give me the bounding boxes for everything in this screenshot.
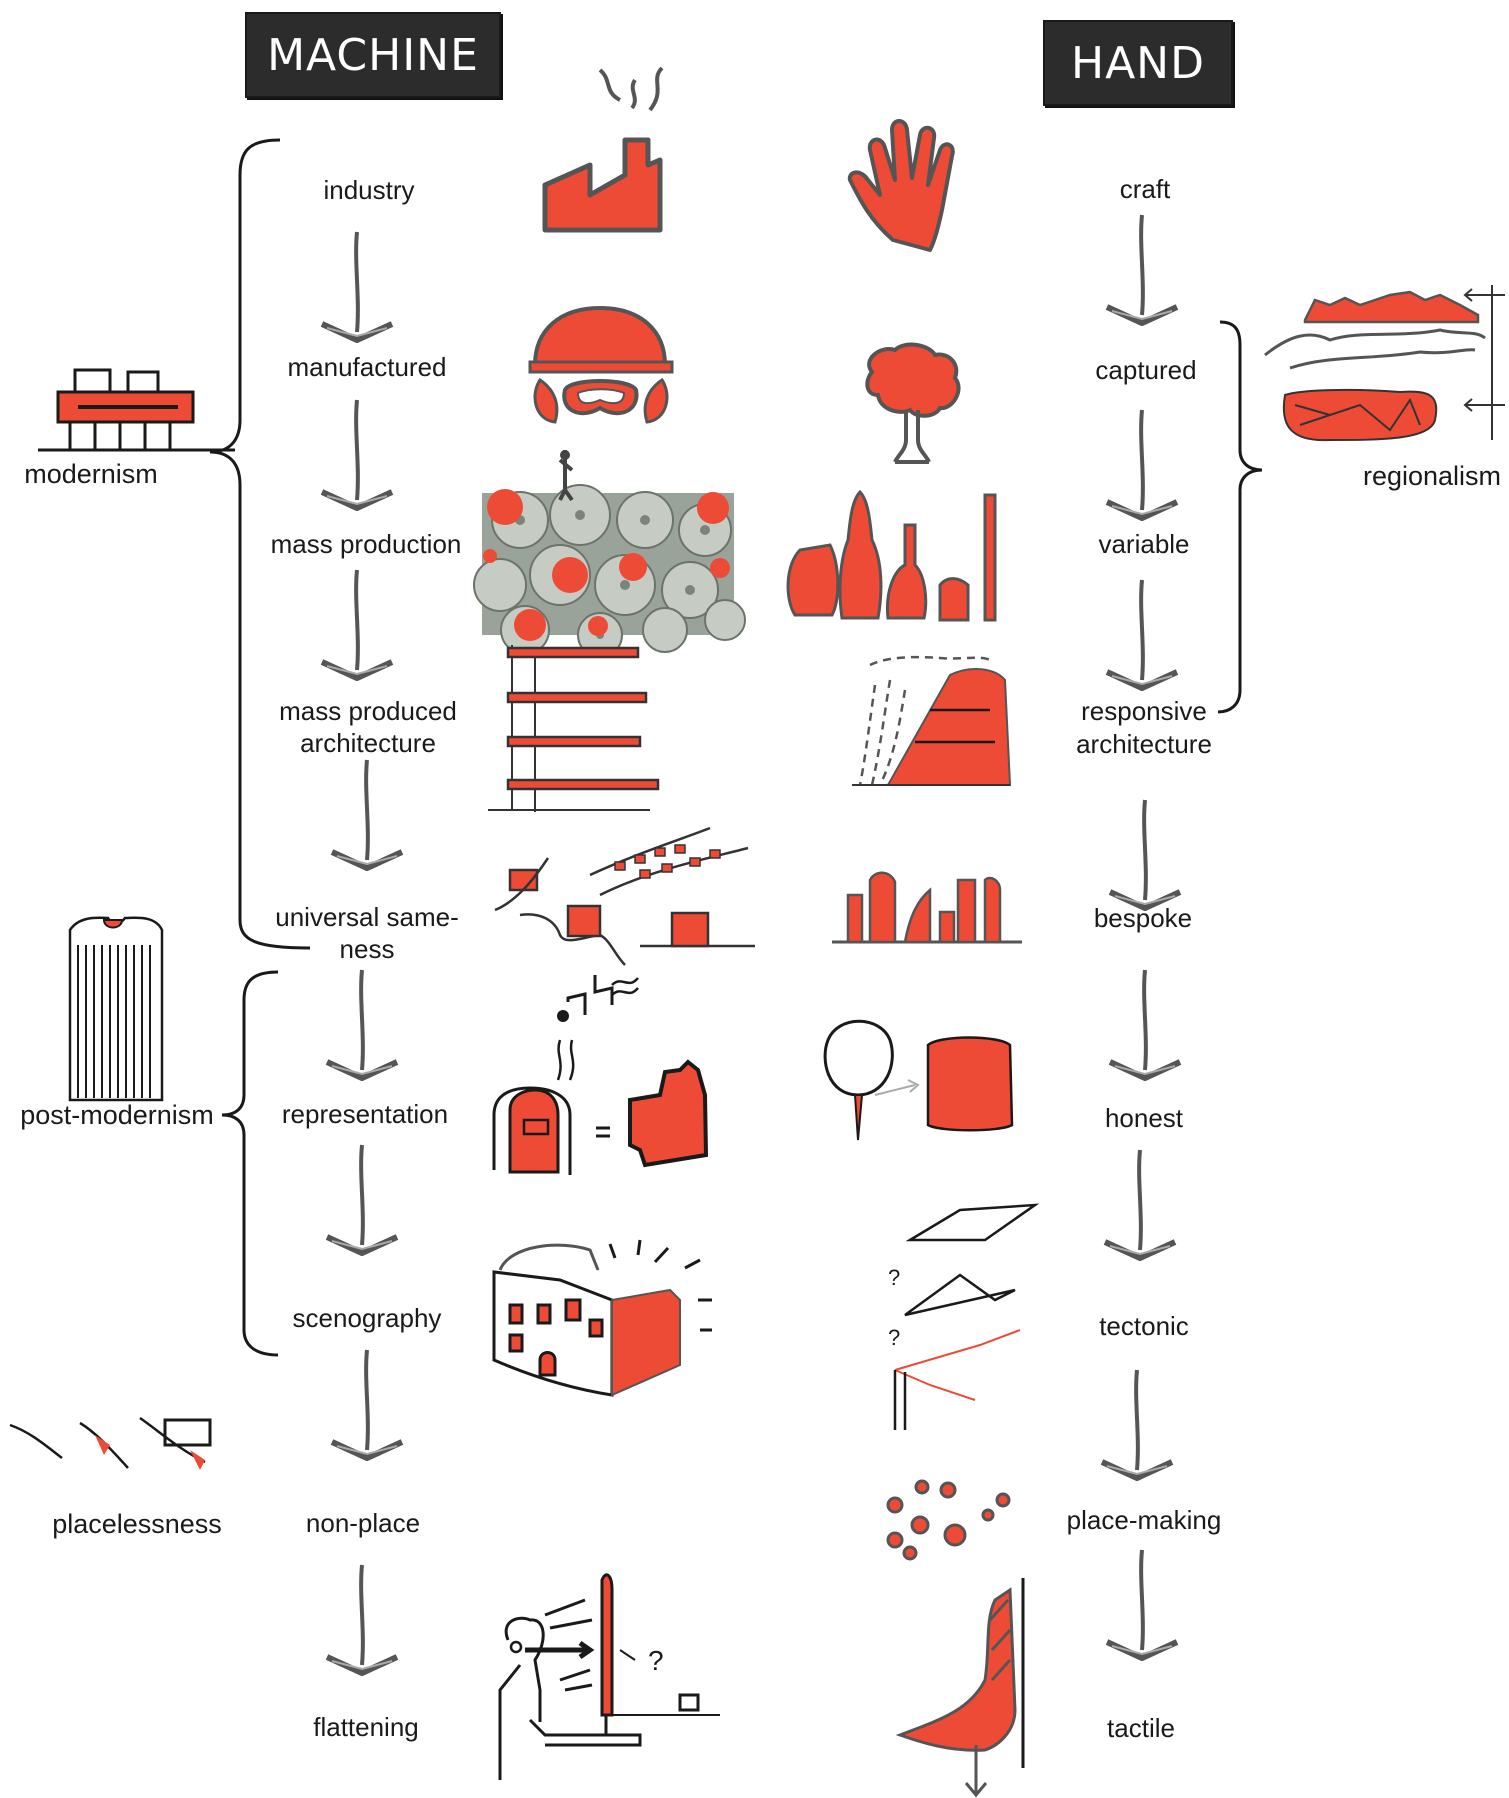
- honest-lollipop-icon: [823, 1019, 1014, 1141]
- arrow-down-icon: [1107, 410, 1177, 518]
- machine-step-flattening: flattening: [313, 1712, 419, 1742]
- vases-icon: [786, 489, 997, 622]
- hand-step-tactile: tactile: [1107, 1713, 1175, 1743]
- question-mark: ?: [648, 1645, 664, 1676]
- group-label-post-modernism: post-modernism: [20, 1100, 214, 1130]
- hand-step-responsive-line1: responsive: [1081, 696, 1207, 726]
- hand-step-variable: variable: [1098, 529, 1190, 559]
- scenography-sketch: [492, 1239, 712, 1397]
- arrow-down-icon: [1107, 215, 1177, 323]
- hand-step-place-making: place-making: [1066, 1505, 1222, 1535]
- mass-production-pipes-photo: [473, 450, 746, 658]
- machine-step-industry: industry: [323, 175, 415, 205]
- arrow-down-icon: [1105, 1150, 1175, 1258]
- hand-step-craft: craft: [1119, 174, 1171, 204]
- machine-step-mass-produced-line2: architecture: [300, 728, 436, 758]
- modernism-brace: [209, 138, 311, 950]
- arrow-down-icon: [1102, 1370, 1172, 1478]
- machine-step-representation: representation: [281, 1099, 449, 1129]
- arrow-down-icon: [322, 232, 392, 340]
- post-modernism-tower-icon: [68, 916, 164, 1102]
- hand-step-responsive-line2: architecture: [1076, 729, 1212, 759]
- tree-icon: [865, 342, 961, 464]
- arrow-down-icon: [327, 1145, 397, 1253]
- tactile-hand-wall-icon: [895, 1578, 1025, 1798]
- post-modernism-brace: [221, 970, 279, 1357]
- arrow-down-icon: [327, 1565, 397, 1673]
- hand-step-captured: captured: [1095, 355, 1197, 385]
- arrow-down-icon: [322, 570, 392, 678]
- machine-step-sameness-line2: ness: [339, 934, 395, 964]
- arrow-down-icon: [332, 760, 402, 868]
- universal-sameness-sketch: [494, 826, 755, 966]
- hardhat-goggles-icon: [528, 305, 674, 424]
- place-making-dots-icon: [886, 1479, 1011, 1561]
- arrow-down-icon: [1110, 800, 1180, 908]
- arrow-down-icon: [327, 970, 397, 1078]
- machine-step-mass-production: mass production: [270, 529, 462, 559]
- hand-header: HAND: [1043, 20, 1233, 106]
- hand-step-honest: honest: [1104, 1103, 1184, 1133]
- responsive-architecture-sketch: [852, 655, 1012, 786]
- bespoke-skyline-icon: [832, 871, 1022, 944]
- hand-step-tectonic: tectonic: [1099, 1311, 1189, 1341]
- tectonic-sketch: ? ?: [888, 1203, 1040, 1430]
- hand-icon: [847, 119, 955, 252]
- question-mark: ?: [888, 1325, 900, 1350]
- modernism-building-icon: [38, 368, 235, 452]
- machine-header: MACHINE: [245, 12, 501, 98]
- group-label-modernism: modernism: [24, 459, 158, 489]
- machine-step-mass-produced-line1: mass produced: [279, 696, 457, 726]
- regionalism-brace: [1217, 320, 1263, 714]
- representation-sketch: [492, 975, 709, 1175]
- group-label-regionalism: regionalism: [1362, 461, 1502, 491]
- arrow-down-icon: [1107, 1550, 1177, 1658]
- group-label-placelessness: placelessness: [52, 1509, 222, 1539]
- machine-step-sameness-line1: universal same-: [275, 902, 459, 932]
- regionalism-sketch-icon: [1264, 285, 1505, 442]
- question-mark: ?: [888, 1265, 900, 1290]
- flattening-sketch: ?: [498, 1573, 720, 1780]
- arrow-down-icon: [1107, 580, 1177, 688]
- machine-step-non-place: non-place: [305, 1508, 421, 1538]
- hand-step-bespoke: bespoke: [1093, 903, 1193, 933]
- mass-produced-architecture-sketch: [488, 645, 660, 812]
- machine-step-scenography: scenography: [292, 1303, 442, 1333]
- arrow-down-icon: [1110, 970, 1180, 1078]
- placelessness-sketch-icon: [9, 1416, 212, 1470]
- arrow-down-icon: [322, 400, 392, 508]
- machine-step-manufactured: manufactured: [287, 352, 447, 382]
- factory-icon: [542, 66, 664, 233]
- arrow-down-icon: [332, 1350, 402, 1458]
